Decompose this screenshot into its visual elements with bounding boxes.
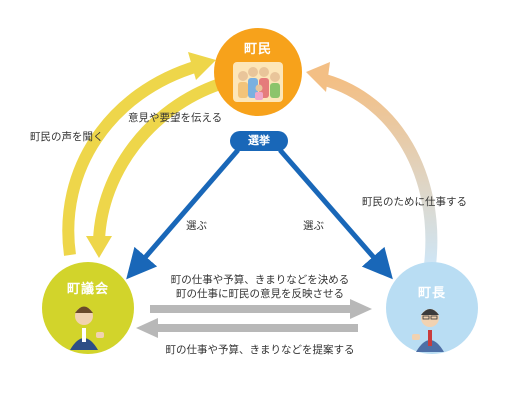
arrow-council-to-residents-head xyxy=(188,52,216,80)
arrow-council-to-mayor-head xyxy=(350,299,372,319)
label-reflect-opinions: 町の仕事に町民の意見を反映させる xyxy=(176,288,344,300)
arrow-council-to-mayor xyxy=(150,305,350,313)
mayor-illustration-icon xyxy=(412,309,444,352)
arrow-mayor-to-council xyxy=(158,324,358,332)
mayor-title: 町長 xyxy=(417,286,446,301)
arrow-mayor-to-residents xyxy=(323,74,438,266)
mayor-node xyxy=(386,262,478,354)
arrow-residents-to-council-head xyxy=(86,236,112,258)
arrow-elect-council xyxy=(126,148,240,280)
label-propose-work: 町の仕事や予算、きまりなどを提案する xyxy=(165,344,355,356)
council-title: 町議会 xyxy=(66,282,109,297)
council-member-illustration-icon xyxy=(70,306,104,350)
label-elect-right: 選ぶ xyxy=(303,220,324,232)
arrow-mayor-to-residents-head xyxy=(306,62,330,92)
label-convey-opinions: 意見や要望を伝える xyxy=(128,112,223,124)
election-badge: 選挙 xyxy=(230,131,288,151)
arrow-mayor-to-council-head xyxy=(136,318,158,338)
arrow-council-to-residents xyxy=(62,60,200,256)
label-work-for-residents: 町民のために仕事する xyxy=(362,196,467,208)
label-hear-voices: 町民の声を聞く xyxy=(30,131,104,143)
label-decide-work: 町の仕事や予算、きまりなどを決める xyxy=(170,274,350,286)
family-illustration-icon xyxy=(233,62,283,102)
residents-title: 町民 xyxy=(243,42,272,57)
arrow-residents-to-council xyxy=(93,78,222,241)
label-elect-left: 選ぶ xyxy=(186,220,207,232)
arrow-elect-mayor xyxy=(278,148,393,280)
